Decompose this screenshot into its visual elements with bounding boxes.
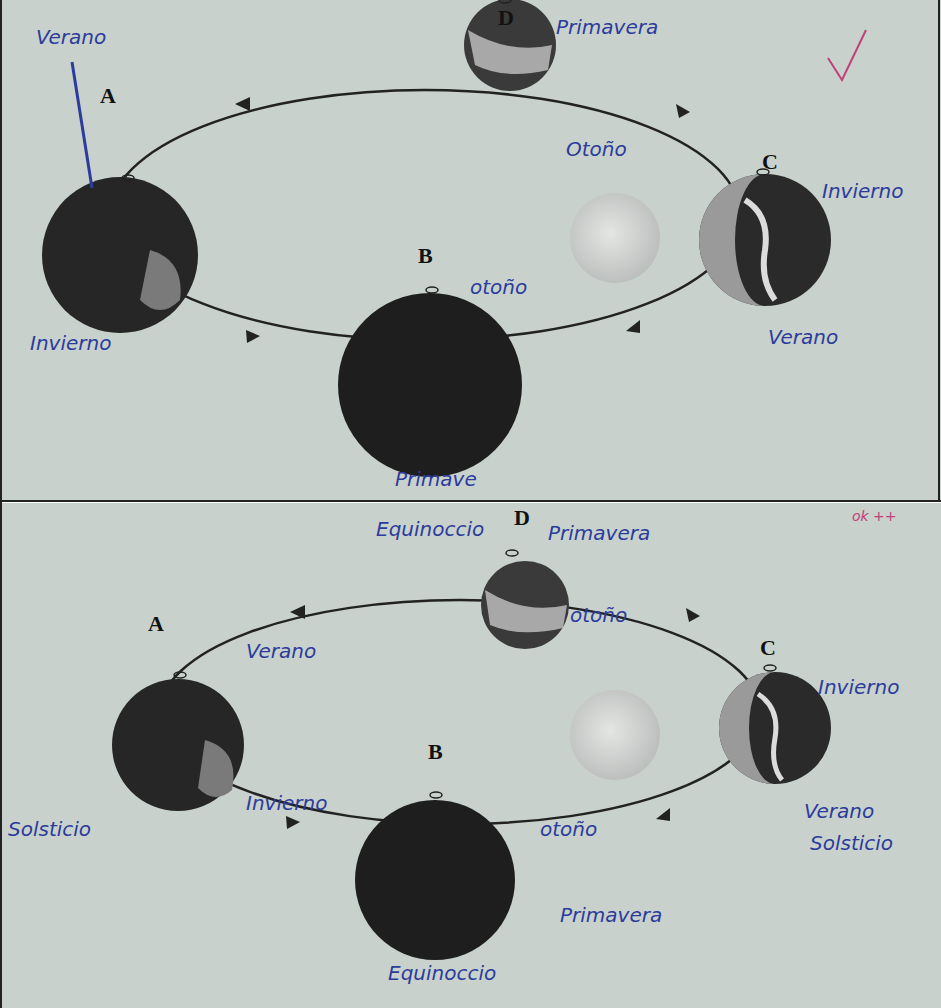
event-label: Equinoccio bbox=[388, 962, 496, 984]
season-label: Otoño bbox=[566, 138, 627, 160]
event-label: Solsticio bbox=[8, 818, 91, 840]
earth-letter: A bbox=[148, 612, 164, 636]
season-label: Verano bbox=[36, 26, 106, 48]
earth-letter: D bbox=[498, 6, 514, 30]
season-label: otoño bbox=[540, 818, 597, 840]
season-label: Verano bbox=[804, 800, 874, 822]
season-label: Primavera bbox=[548, 522, 650, 544]
earth-letter: A bbox=[100, 84, 116, 108]
earth-letter: D bbox=[514, 506, 530, 530]
earth-letter: B bbox=[418, 244, 433, 268]
teacher-note: ok ++ bbox=[852, 509, 897, 524]
season-label: Invierno bbox=[30, 332, 111, 354]
event-label: Solsticio bbox=[810, 832, 893, 854]
earth-letter: C bbox=[760, 636, 776, 660]
season-label: Invierno bbox=[818, 676, 899, 698]
event-label: Equinoccio bbox=[376, 518, 484, 540]
season-label: otoño bbox=[470, 276, 527, 298]
season-label: Invierno bbox=[246, 792, 327, 814]
earth-letter: C bbox=[762, 150, 778, 174]
earth-letter: B bbox=[428, 740, 443, 764]
season-label: Verano bbox=[246, 640, 316, 662]
season-label: Invierno bbox=[822, 180, 903, 202]
season-label: otoño bbox=[570, 604, 627, 626]
season-label: Primavera bbox=[556, 16, 658, 38]
season-label: Primave bbox=[395, 468, 477, 490]
season-label: Verano bbox=[768, 326, 838, 348]
season-label: Primavera bbox=[560, 904, 662, 926]
